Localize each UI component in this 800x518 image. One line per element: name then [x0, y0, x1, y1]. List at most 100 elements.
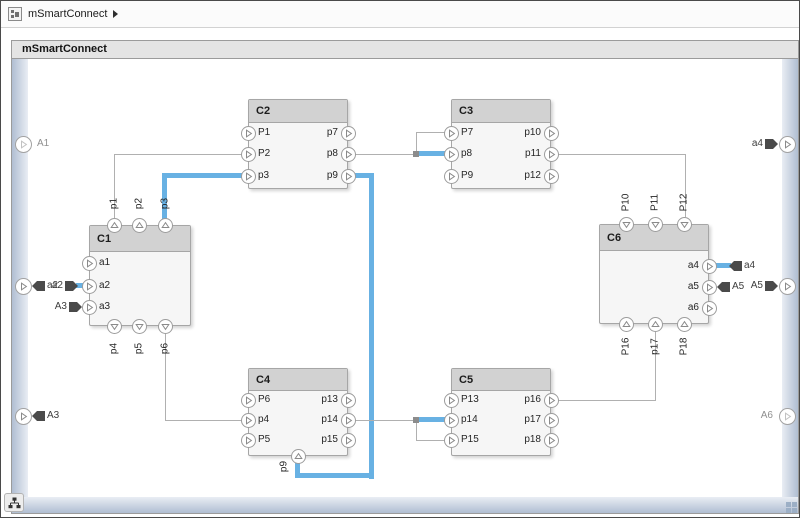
port-C2-P2[interactable]	[240, 146, 256, 162]
port-C5-p16[interactable]	[543, 392, 559, 408]
component-C1[interactable]: C1	[89, 225, 191, 326]
connection-line[interactable]	[114, 154, 242, 155]
connection-highlighted[interactable]	[76, 283, 85, 288]
port-C1-a1[interactable]	[81, 255, 97, 271]
port-C6-P12[interactable]	[676, 216, 692, 232]
connection-highlighted[interactable]	[416, 417, 446, 422]
edge-port-tag-A5[interactable]	[765, 281, 778, 291]
edge-port-tag-a4[interactable]	[765, 139, 778, 149]
port-arrow-icon	[706, 261, 713, 271]
port-C2-p3[interactable]	[240, 168, 256, 184]
port-C1-p2[interactable]	[131, 217, 147, 233]
port-C5-P15[interactable]	[443, 432, 459, 448]
port-C6-P10[interactable]	[618, 216, 634, 232]
port-C4-P5[interactable]	[240, 432, 256, 448]
component-C6[interactable]: C6	[599, 224, 709, 324]
port-C3-p8[interactable]	[443, 146, 459, 162]
connection-line[interactable]	[554, 154, 686, 155]
port-C5-P13[interactable]	[443, 392, 459, 408]
port-C3-p12[interactable]	[543, 168, 559, 184]
hierarchy-badge-button[interactable]	[4, 493, 24, 512]
connection-highlighted[interactable]	[162, 173, 244, 178]
port-arrow-icon	[650, 320, 660, 327]
connection-line[interactable]	[348, 154, 416, 155]
port-C1-p3[interactable]	[157, 217, 173, 233]
connector-tag-icon	[765, 139, 778, 149]
component-C5[interactable]: C5	[451, 368, 551, 456]
connection-line[interactable]	[416, 132, 447, 133]
port-C2-p9[interactable]	[340, 168, 356, 184]
connection-highlighted[interactable]	[295, 459, 300, 475]
port-C4-p9[interactable]	[290, 448, 306, 464]
port-C3-p10[interactable]	[543, 125, 559, 141]
edge-port-a2[interactable]	[14, 277, 32, 295]
breadcrumb-expand-icon[interactable]	[113, 10, 119, 18]
connection-highlighted[interactable]	[354, 173, 374, 178]
port-C2-p8[interactable]	[340, 146, 356, 162]
port-C4-p15[interactable]	[340, 432, 356, 448]
edge-port-A5[interactable]	[778, 277, 796, 295]
edge-port-tag-a2[interactable]	[32, 281, 45, 291]
connection-line[interactable]	[416, 440, 446, 441]
port-C2-p7[interactable]	[340, 125, 356, 141]
port-C6-P16[interactable]	[618, 316, 634, 332]
connector-tag-A3[interactable]	[69, 302, 82, 312]
port-C2-P1[interactable]	[240, 125, 256, 141]
port-C6-p17[interactable]	[647, 316, 663, 332]
breadcrumb-item[interactable]: mSmartConnect	[28, 8, 108, 20]
port-C3-p11[interactable]	[543, 146, 559, 162]
port-label-C1-p6: p6	[159, 342, 171, 354]
component-header-C4: C4	[249, 369, 347, 391]
edge-port-A6[interactable]	[778, 407, 796, 425]
connector-tag-a2[interactable]	[65, 281, 78, 291]
connection-line[interactable]	[685, 154, 686, 217]
component-C3[interactable]: C3	[451, 99, 551, 189]
port-C6-P11[interactable]	[647, 216, 663, 232]
connection-highlighted[interactable]	[162, 173, 167, 221]
port-C6-a6[interactable]	[701, 300, 717, 316]
connection-highlighted[interactable]	[369, 173, 374, 479]
port-C5-p18[interactable]	[543, 432, 559, 448]
port-C6-a5[interactable]	[701, 279, 717, 295]
connection-line[interactable]	[114, 154, 115, 218]
port-C3-P9[interactable]	[443, 168, 459, 184]
connection-highlighted[interactable]	[295, 473, 374, 478]
connection-line[interactable]	[165, 334, 166, 421]
port-C4-p14[interactable]	[340, 412, 356, 428]
edge-port-tag-A3[interactable]	[32, 411, 45, 421]
port-C6-P18[interactable]	[676, 316, 692, 332]
port-C1-a2[interactable]	[81, 278, 97, 294]
connection-line[interactable]	[655, 332, 656, 400]
port-C1-a3[interactable]	[81, 299, 97, 315]
port-C1-p4[interactable]	[106, 318, 122, 334]
port-C4-P6[interactable]	[240, 392, 256, 408]
port-C1-p1[interactable]	[106, 217, 122, 233]
port-C1-p5[interactable]	[131, 318, 147, 334]
port-arrow-icon	[448, 128, 455, 138]
connector-tag-A5[interactable]	[717, 282, 730, 292]
connection-line[interactable]	[416, 420, 417, 441]
connection-highlighted[interactable]	[712, 263, 731, 268]
port-C1-p6[interactable]	[157, 318, 173, 334]
component-C4[interactable]: C4	[248, 368, 348, 456]
edge-port-A1[interactable]	[14, 135, 32, 153]
port-C3-P7[interactable]	[443, 125, 459, 141]
component-C2[interactable]: C2	[248, 99, 348, 189]
connector-tag-a4[interactable]	[729, 261, 742, 271]
edge-port-A3[interactable]	[14, 407, 32, 425]
port-label-C3-p10: p10	[524, 127, 541, 138]
connection-line[interactable]	[554, 400, 656, 401]
component-header-C5: C5	[452, 369, 550, 391]
connection-line[interactable]	[348, 420, 416, 421]
edge-port-a4[interactable]	[778, 135, 796, 153]
port-C6-a4[interactable]	[701, 258, 717, 274]
port-arrow-icon	[245, 171, 252, 181]
connection-highlighted[interactable]	[416, 151, 448, 156]
port-C4-p13[interactable]	[340, 392, 356, 408]
connection-line[interactable]	[416, 132, 417, 155]
port-C4-p4[interactable]	[240, 412, 256, 428]
port-C5-p14[interactable]	[443, 412, 459, 428]
port-label-C1-a3: a3	[99, 301, 111, 312]
connection-line[interactable]	[165, 420, 242, 421]
port-C5-p17[interactable]	[543, 412, 559, 428]
